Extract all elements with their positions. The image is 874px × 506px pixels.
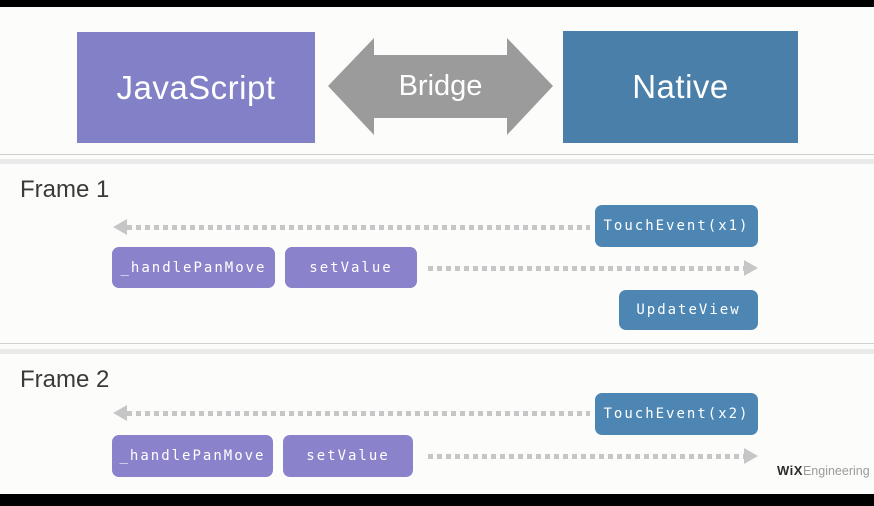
touch-event-2-box: TouchEvent(x2): [595, 393, 758, 435]
arrow-left-icon: [113, 219, 127, 235]
separator-band: [0, 159, 874, 164]
bridge-arrow: Bridge: [328, 38, 553, 135]
arrow-left-icon: [113, 405, 127, 421]
update-view-box: UpdateView: [619, 290, 758, 330]
set-value-label-2: setValue: [306, 448, 390, 464]
arrow-right-icon: [744, 260, 758, 276]
native-label: Native: [632, 68, 729, 105]
javascript-box: JavaScript: [77, 32, 315, 143]
set-value-box-1: setValue: [285, 247, 417, 288]
handle-pan-move-box-2: _handlePanMove: [112, 435, 273, 477]
double-arrow-icon: [328, 38, 553, 135]
arrow-right-icon: [744, 448, 758, 464]
set-value-label-1: setValue: [309, 259, 393, 276]
frame-2-label: Frame 2: [20, 366, 110, 393]
wix-engineering-logo: WiXEngineering: [777, 463, 870, 478]
dotted-line-js-to-native: [428, 454, 744, 459]
separator-line: [0, 154, 874, 155]
wix-logo-light: Engineering: [802, 464, 870, 478]
handle-pan-move-label-1: _handlePanMove: [120, 259, 267, 276]
update-view-label: UpdateView: [636, 302, 741, 318]
separator-line: [0, 343, 874, 344]
touch-event-1-label: TouchEvent(x1): [603, 218, 750, 234]
dotted-line-native-to-js: [127, 411, 590, 416]
touch-event-2-label: TouchEvent(x2): [603, 406, 750, 422]
native-box: Native: [563, 31, 798, 143]
set-value-box-2: setValue: [283, 435, 413, 477]
javascript-label: JavaScript: [116, 68, 276, 106]
dotted-line-native-to-js: [127, 225, 590, 230]
touch-event-1-box: TouchEvent(x1): [595, 205, 758, 247]
separator-band: [0, 349, 874, 354]
dotted-line-js-to-native: [428, 266, 744, 271]
handle-pan-move-box-1: _handlePanMove: [112, 247, 275, 288]
frame-1-label: Frame 1: [20, 176, 110, 203]
handle-pan-move-label-2: _handlePanMove: [119, 448, 266, 464]
wix-logo-bold: WiX: [777, 463, 803, 478]
bridge-label: Bridge: [398, 70, 483, 102]
